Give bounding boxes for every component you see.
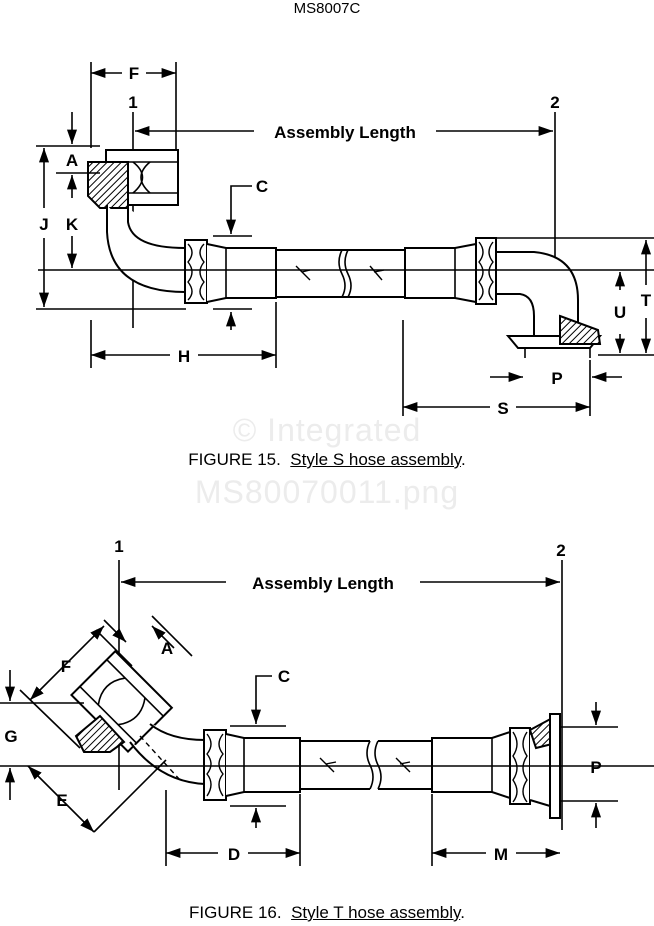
fig15-assembly-length: Assembly Length (274, 123, 416, 142)
figure-16-drawing (0, 560, 654, 866)
fig15-dim-A: A (66, 151, 78, 170)
watermark-line1: © Integrated (232, 412, 422, 448)
fig15-dim-K: K (66, 215, 79, 234)
figure-15-drawing (36, 62, 654, 416)
figure-15-caption-title: Style S hose assembly (290, 450, 462, 469)
document-number: MS8007C (293, 0, 361, 17)
figure-15-caption-prefix: FIGURE 15. (188, 450, 281, 469)
figure-15-caption: FIGURE 15. Style S hose assembly. (188, 450, 466, 469)
fig16-end2-label: 2 (556, 541, 565, 560)
fig15-dim-U: U (614, 303, 626, 322)
fig16-dim-F: F (61, 657, 71, 676)
fig15-dim-P: P (551, 369, 562, 388)
fig15-dim-F: F (129, 64, 139, 83)
figure-16-caption: FIGURE 16. Style T hose assembly. (189, 903, 465, 922)
figure-15-labels: F 1 2 Assembly Length A J K C H T U P S (39, 64, 652, 418)
fig16-end1-label: 1 (114, 537, 123, 556)
fig16-dim-D: D (228, 845, 240, 864)
fig15-end1-label: 1 (128, 93, 137, 112)
fig15-dim-S: S (497, 399, 508, 418)
fig16-dim-E: E (56, 791, 67, 810)
fig15-dim-C: C (256, 177, 268, 196)
fig16-dim-G: G (4, 727, 17, 746)
figure-16-caption-title: Style T hose assembly (291, 903, 461, 922)
fig16-assembly-length: Assembly Length (252, 574, 394, 593)
fig16-dim-A: A (161, 639, 173, 658)
fig16-dim-C: C (278, 667, 290, 686)
fig15-end2-label: 2 (550, 93, 559, 112)
fig16-dim-M: M (494, 845, 508, 864)
fig15-dim-T: T (641, 291, 652, 310)
fig15-dim-H: H (178, 347, 190, 366)
fig15-dim-J: J (39, 215, 48, 234)
figure-16-caption-prefix: FIGURE 16. (189, 903, 282, 922)
fig16-dim-P: P (590, 758, 601, 777)
watermark-line2: MS80070011.png (194, 474, 460, 510)
figure-16-labels: 1 2 Assembly Length A F C G E D M P (4, 537, 601, 864)
